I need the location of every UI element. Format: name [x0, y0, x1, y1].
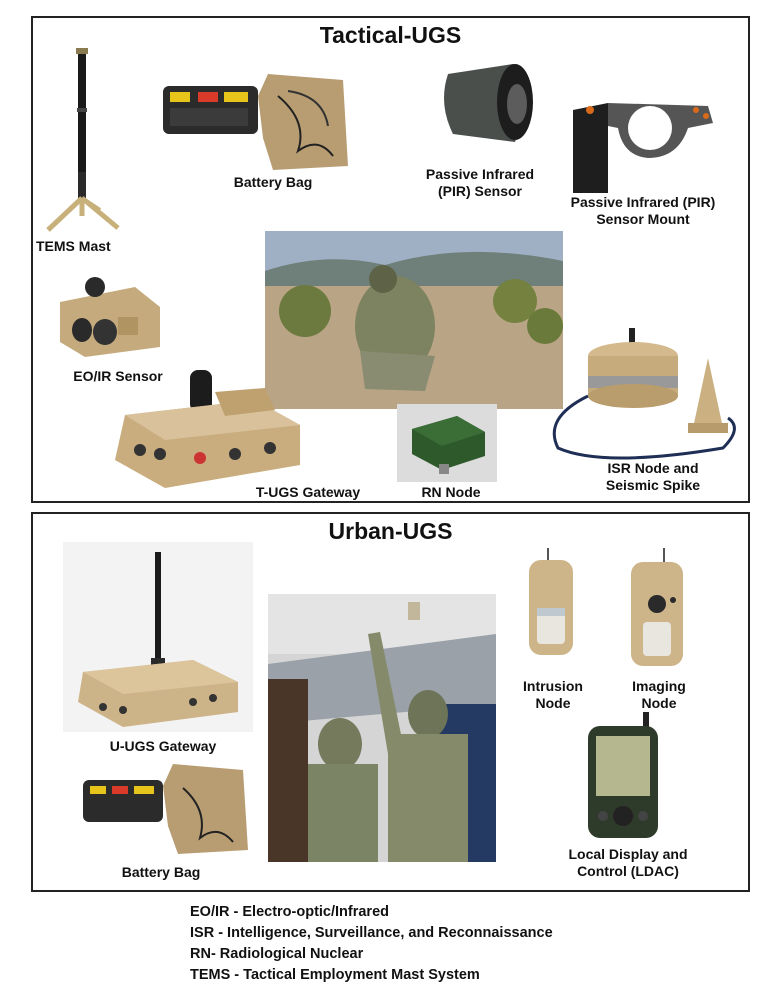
- intrusion-node-label: Intrusion Node: [523, 678, 583, 711]
- rn-node-label: RN Node: [421, 484, 481, 500]
- tems-mast-image: [46, 48, 120, 232]
- tugs-gateway-label: T-UGS Gateway: [255, 484, 361, 500]
- legend-item-isr: ISR - Intelligence, Surveillance, and Re…: [190, 925, 553, 941]
- tugs-gateway-image: [115, 370, 300, 488]
- isr-node-label: ISR Node and Seismic Spike: [605, 460, 701, 493]
- pir-sensor-image: [444, 64, 533, 142]
- tactical-ugs-title: Tactical-UGS: [319, 22, 462, 48]
- eoir-sensor-image: [60, 277, 160, 357]
- uugs-gateway-label: U-UGS Gateway: [109, 738, 217, 754]
- intrusion-node-image: [529, 548, 573, 655]
- imaging-node-label: Imaging Node: [632, 678, 686, 711]
- pir-sensor-mount-label: Passive Infrared (PIR) Sensor Mount: [570, 194, 716, 227]
- battery-bag-urban-label: Battery Bag: [121, 864, 201, 880]
- legend-item-rn: RN- Radiological Nuclear: [190, 946, 364, 962]
- isr-node-seismic-spike-image: [552, 328, 736, 460]
- ldac-image: [588, 712, 658, 838]
- tactical-ugs-panel: Tactical-UGS TEMS Mast Battery Bag Passi…: [31, 16, 750, 503]
- battery-bag-urban-image: [83, 764, 248, 854]
- legend-item-tems: TEMS - Tactical Employment Mast System: [190, 967, 480, 983]
- soldiers-urban-photo: [268, 594, 496, 862]
- imaging-node-image: [631, 548, 683, 666]
- pir-sensor-mount-image: [573, 103, 713, 193]
- ldac-label: Local Display and Control (LDAC): [568, 846, 688, 879]
- battery-bag-label: Battery Bag: [233, 174, 313, 190]
- legend-item-eoir: EO/IR - Electro-optic/Infrared: [190, 904, 389, 920]
- battery-bag-image: [163, 74, 348, 170]
- abbreviation-legend: EO/IR - Electro-optic/Infrared ISR - Int…: [190, 902, 553, 986]
- pir-sensor-label: Passive Infrared (PIR) Sensor: [425, 166, 535, 199]
- eoir-sensor-label: EO/IR Sensor: [73, 368, 163, 384]
- uugs-gateway-image: [63, 542, 253, 732]
- tems-mast-label: TEMS Mast: [36, 238, 111, 254]
- rn-node-image: [397, 404, 497, 482]
- urban-ugs-title: Urban-UGS: [328, 518, 453, 544]
- urban-ugs-panel: Urban-UGS U-UGS Gateway Battery Bag: [31, 512, 750, 892]
- soldier-field-photo: [265, 231, 563, 409]
